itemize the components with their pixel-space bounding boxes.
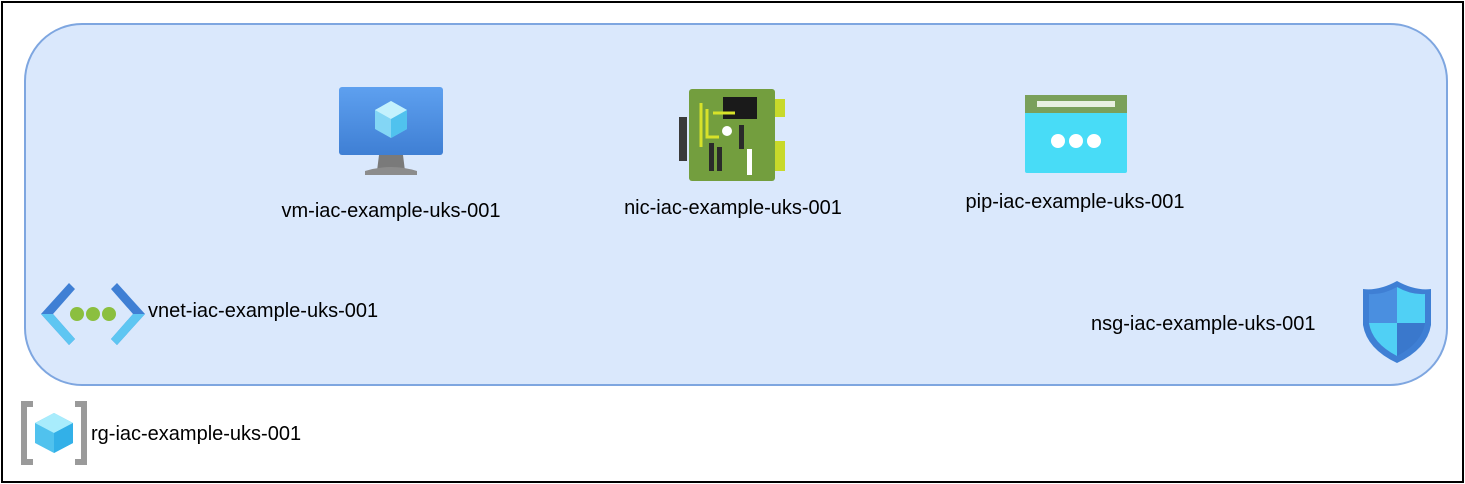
vm-label: vm-iac-example-uks-001 bbox=[281, 200, 501, 222]
nic-label: nic-iac-example-uks-001 bbox=[624, 197, 842, 219]
pip-label: pip-iac-example-uks-001 bbox=[965, 191, 1185, 213]
virtual-network-container[interactable] bbox=[24, 23, 1448, 386]
virtual-network-icon[interactable] bbox=[41, 283, 145, 345]
network-security-group-icon[interactable] bbox=[1363, 281, 1431, 363]
network-interface-icon[interactable] bbox=[679, 89, 787, 181]
rg-label: rg-iac-example-uks-001 bbox=[91, 423, 302, 445]
vnet-label: vnet-iac-example-uks-001 bbox=[148, 300, 379, 322]
resource-group-icon[interactable] bbox=[21, 401, 87, 465]
nsg-label: nsg-iac-example-uks-001 bbox=[1091, 313, 1316, 335]
public-ip-icon[interactable] bbox=[1025, 95, 1127, 173]
virtual-machine-icon[interactable] bbox=[339, 87, 443, 183]
